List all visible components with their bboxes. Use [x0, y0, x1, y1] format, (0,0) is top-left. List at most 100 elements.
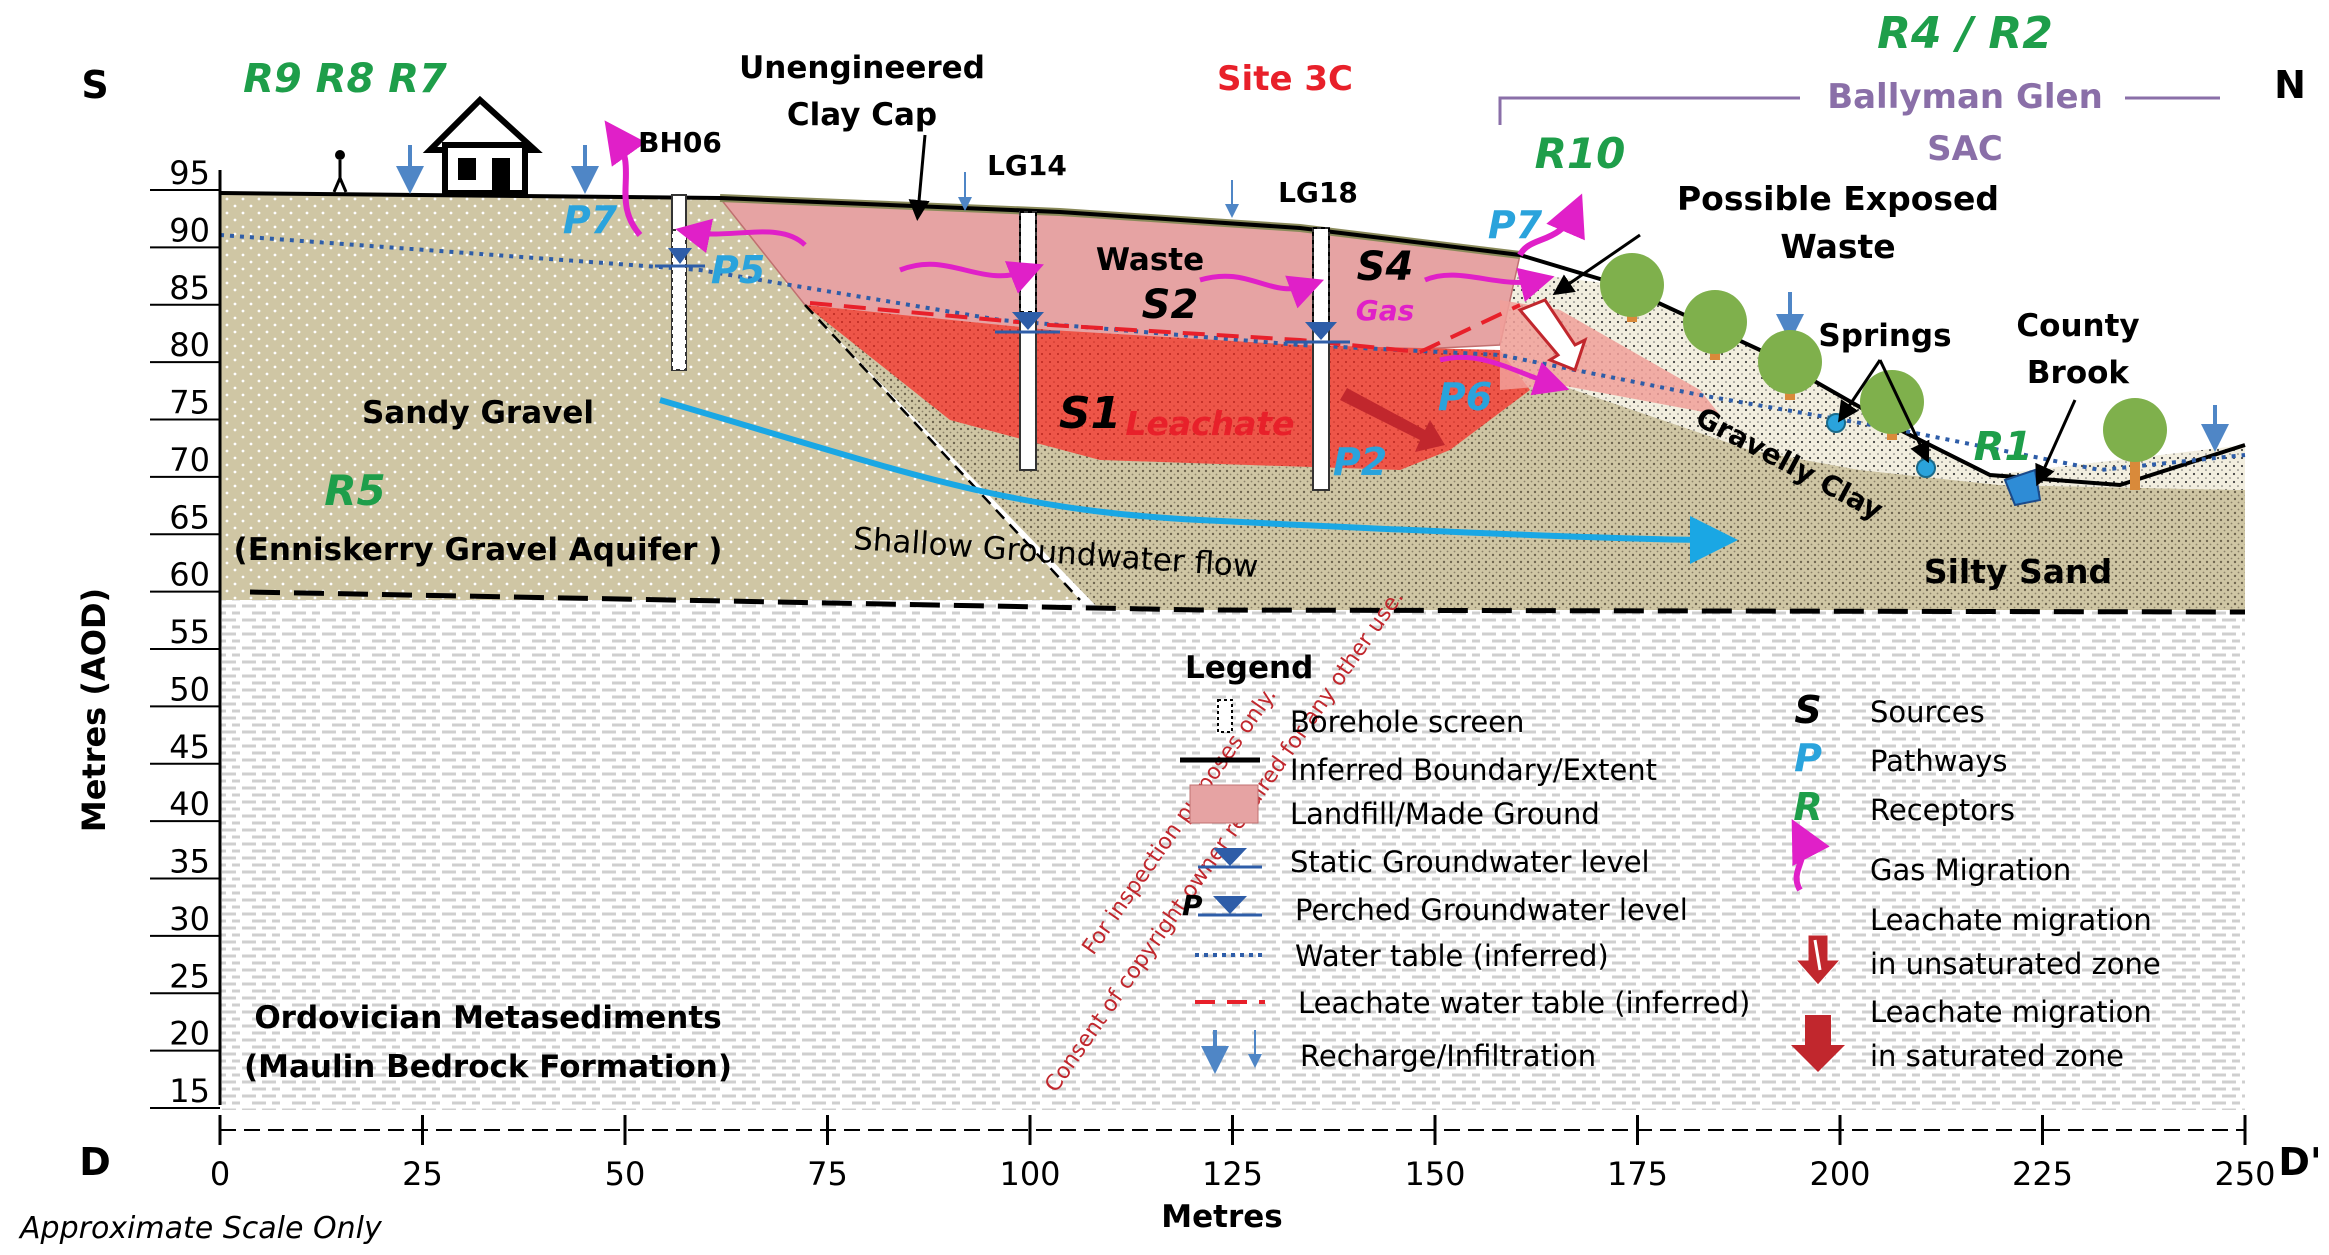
leachate-saturated-arrow	[1340, 388, 1445, 452]
x-tick-label: 100	[999, 1155, 1060, 1193]
lg14-label: LG14	[987, 149, 1067, 182]
y-tick-label: 55	[169, 613, 210, 651]
legend-item-label: Inferred Boundary/Extent	[1290, 753, 1657, 787]
legend-item-label: Pathways	[1870, 744, 2007, 778]
x-tick-label: 150	[1404, 1155, 1465, 1193]
silty-sand-label: Silty Sand	[1924, 552, 2112, 591]
x-tick-label: 50	[605, 1155, 646, 1193]
legend-unsat-stripe	[1813, 939, 1822, 971]
legend-item-label: Recharge/Infiltration	[1300, 1039, 1596, 1073]
source-s1-label: S1	[1059, 388, 1121, 439]
sandy-gravel-layer	[220, 193, 1080, 600]
x-tick-label: 175	[1607, 1155, 1668, 1193]
receptor-r5-label: R5	[324, 466, 386, 515]
bedrock-label-line2: (Maulin Bedrock Formation)	[244, 1049, 732, 1085]
legend-item-label: Sources	[1870, 695, 1985, 729]
spring-icon	[1826, 413, 1846, 433]
legend: Legend P Borehole screen Inferred Bounda…	[1180, 650, 2161, 1074]
aquifer-label: (Enniskerry Gravel Aquifer )	[234, 532, 723, 568]
legend-borehole-symbol	[1217, 699, 1233, 733]
x-tick-label: 200	[1809, 1155, 1870, 1193]
y-tick-label: 60	[169, 556, 210, 594]
legend-item-label: Leachate water table (inferred)	[1298, 986, 1750, 1020]
source-s4-label: S4	[1357, 244, 1414, 290]
legend-title: Legend	[1185, 650, 1313, 686]
waste-label: Waste	[1096, 242, 1204, 278]
borehole-lg18	[1312, 227, 1330, 491]
section-end-label: D'	[2278, 1140, 2321, 1184]
receptor-r1-label: R1	[1974, 424, 2033, 470]
gas-migration-arrow	[1439, 354, 1570, 396]
shallow-groundwater-flow-arrow	[659, 397, 1738, 564]
exposed-waste-leader	[1552, 233, 1641, 296]
sandy-gravel-label: Sandy Gravel	[362, 395, 594, 431]
spring-leader	[1878, 359, 1930, 464]
exposed-waste-label-line2: Waste	[1780, 227, 1895, 266]
legend-perched-gw-symbol	[1198, 896, 1262, 917]
legend-item-label: in unsaturated zone	[1870, 947, 2161, 981]
bh06-label: BH06	[638, 126, 722, 159]
source-s2-label: S2	[1142, 282, 1199, 328]
house-icon	[422, 95, 543, 196]
springs-label: Springs	[1818, 318, 1951, 354]
section-start-label: D	[79, 1140, 111, 1184]
legend-item-label: in saturated zone	[1870, 1039, 2124, 1073]
borehole-lg14	[1019, 211, 1037, 471]
legend-item-label: Water table (inferred)	[1295, 939, 1609, 973]
y-axis-title: Metres (AOD)	[75, 588, 113, 832]
gas-migration-arrow	[675, 218, 807, 254]
legend-s-symbol: S	[1794, 688, 1821, 732]
legend-item-label: Landfill/Made Ground	[1290, 797, 1600, 831]
brook-label-line1: County	[2016, 308, 2139, 344]
y-tick-label: 25	[169, 957, 210, 995]
spring-leader	[1837, 359, 1882, 423]
tree-icon	[1600, 253, 1664, 322]
inferred-boundary-line	[804, 304, 1081, 601]
gas-migration-arrow	[604, 120, 647, 237]
y-tick-label: 15	[169, 1072, 210, 1110]
legend-item-label: Receptors	[1870, 793, 2015, 827]
gas-migration-arrow	[1199, 273, 1325, 309]
north-label: N	[2274, 63, 2306, 107]
y-tick-label: 30	[169, 900, 210, 938]
x-tick-label: 75	[807, 1155, 848, 1193]
sac-bracket	[1498, 96, 1800, 125]
y-tick-label: 65	[169, 498, 210, 536]
bedrock-boundary-line	[249, 589, 2246, 615]
pathway-p7-left-label: P7	[563, 198, 618, 242]
y-tick-label: 95	[169, 154, 210, 192]
y-tick-label: 80	[169, 326, 210, 364]
sac-name-line2: SAC	[1927, 129, 2003, 169]
y-tick-label: 90	[169, 211, 210, 249]
legend-sat-symbol	[1791, 1015, 1845, 1072]
legend-static-gw-symbol	[1198, 848, 1262, 869]
receptor-houses-label: R9 R8 R7	[243, 56, 447, 102]
legend-item-label: Leachate migration	[1870, 995, 2152, 1029]
y-tick-label: 35	[169, 843, 210, 881]
y-tick-label: 70	[169, 441, 210, 479]
x-axis-title: Metres	[1161, 1199, 1282, 1235]
tree-icon	[1758, 330, 1822, 400]
clay-cap-label-line2: Clay Cap	[787, 97, 937, 133]
x-tick-label: 125	[1202, 1155, 1263, 1193]
site-title: Site 3C	[1217, 59, 1353, 99]
exposed-waste-label-line1: Possible Exposed	[1677, 179, 1999, 218]
y-tick-label: 20	[169, 1015, 210, 1053]
legend-item-label: Borehole screen	[1290, 705, 1524, 739]
clay-cap-leader	[908, 134, 930, 221]
gas-migration-arrow	[1517, 193, 1585, 257]
static-groundwater-symbol-lg18	[1285, 322, 1350, 344]
bedrock-label-line1: Ordovician Metasediments	[254, 1000, 721, 1036]
leachate-water-table-line	[809, 301, 1521, 355]
borehole-bh06	[671, 194, 687, 371]
scale-note: Approximate Scale Only	[18, 1211, 383, 1246]
legend-r-symbol: R	[1793, 785, 1822, 829]
y-tick-label: 75	[169, 384, 210, 422]
x-tick-label: 225	[2012, 1155, 2073, 1193]
pathway-p6-label: P6	[1438, 375, 1492, 419]
y-tick-label: 45	[169, 728, 210, 766]
legend-landfill-symbol	[1189, 784, 1259, 824]
